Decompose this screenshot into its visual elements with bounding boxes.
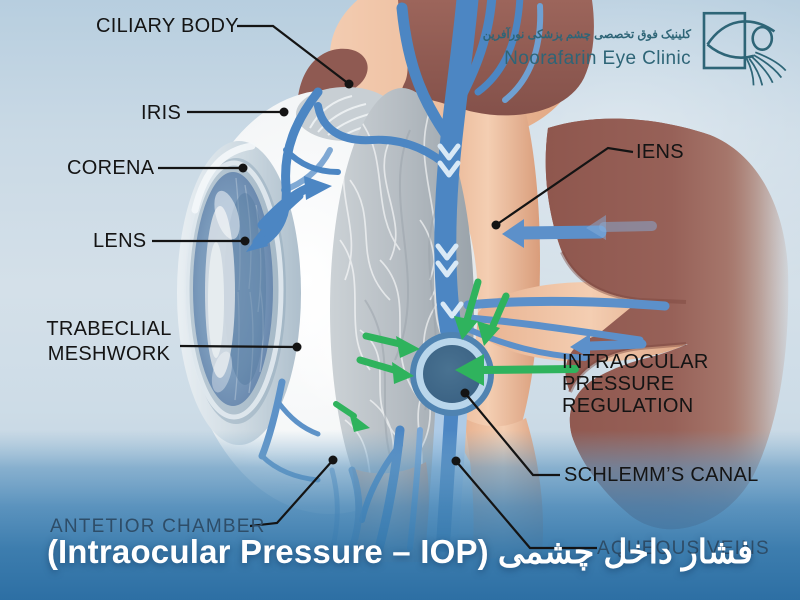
- label-corena: CORENA: [67, 157, 155, 179]
- label-iris: IRIS: [141, 102, 182, 124]
- label-lens: LENS: [93, 230, 147, 252]
- clinic-logo-text: کلینیک فوق تخصصی چشم پزشکی نورآفرین Noor…: [483, 27, 691, 70]
- noorafarin-eye-logo-icon: [702, 11, 787, 86]
- clinic-name-english: Noorafarin Eye Clinic: [504, 47, 691, 69]
- choroid-mass-body: [545, 118, 789, 530]
- label-schlemms-canal: SCHLEMM’S CANAL: [564, 464, 759, 486]
- caption-title: فشار داخل چشمی (Intraocular Pressure – I…: [46, 533, 754, 570]
- schlemm-canal-circle: [410, 332, 494, 416]
- flow-chevron-arrows: [435, 143, 464, 319]
- clinic-tagline-farsi: کلینیک فوق تخصصی چشم پزشکی نورآفرین: [482, 28, 691, 41]
- clinic-logo: کلینیک فوق تخصصی چشم پزشکی نورآفرین Noor…: [483, 8, 788, 88]
- label-iens: IENS: [636, 141, 684, 163]
- green-flow-arrows: [333, 278, 579, 432]
- label-anterior-chamber: ANTETIOR CHAMBER: [50, 516, 266, 537]
- bottom-gradient-overlay: [0, 430, 800, 600]
- leader-dots: [238, 79, 501, 466]
- label-trabecular-meshwork: TRABECLIAL MESHWORK: [46, 318, 172, 365]
- leader-lines: [152, 24, 634, 550]
- label-ciliary-body: CILIARY BODY: [96, 15, 239, 37]
- label-intraocular-pressure-regulation: INTRAOCULAR PRESSURE REGULATION: [562, 351, 709, 417]
- label-aqueous-veins: AQUEOUS VEINS: [597, 538, 770, 559]
